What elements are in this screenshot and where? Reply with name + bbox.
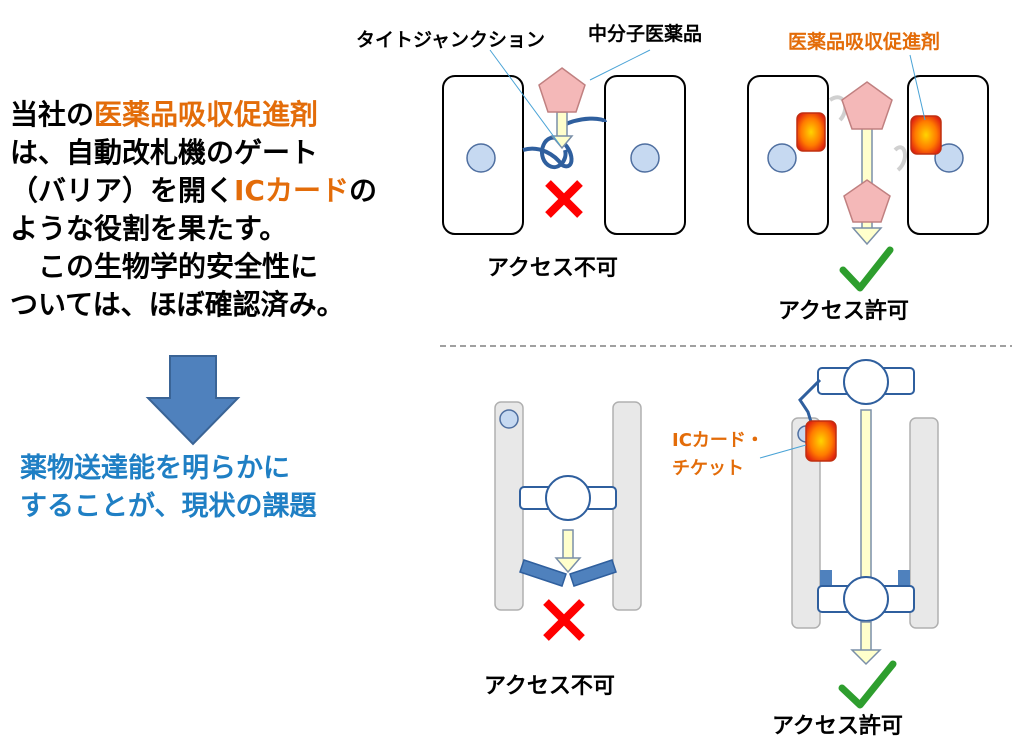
explanation-line-2: は、自動改札機のゲート bbox=[10, 136, 319, 169]
pentagon-icon bbox=[843, 179, 891, 223]
ic-card-icon bbox=[796, 112, 826, 152]
explanation-text: 当社の医薬品吸収促進剤 は、自動改札機のゲート （バリア）を開くICカードの よ… bbox=[10, 96, 410, 324]
gate-pillar bbox=[909, 417, 939, 629]
explanation-line-5: この生物学的安全性に bbox=[10, 250, 319, 283]
explanation-line-1: 当社の医薬品吸収促進剤 bbox=[10, 96, 410, 134]
check-icon bbox=[838, 660, 897, 709]
explanation-line-6: ついては、ほぼ確認済み。 bbox=[10, 288, 345, 321]
gate-flap bbox=[569, 559, 617, 587]
gate-flap bbox=[519, 559, 567, 587]
label-access-allowed-bottom: アクセス許可 bbox=[772, 713, 903, 739]
label-medium-molecule: 中分子医薬品 bbox=[588, 22, 702, 45]
nucleus-circle-icon bbox=[767, 143, 797, 173]
top-left-cells bbox=[442, 49, 686, 235]
check-icon bbox=[839, 246, 894, 292]
text-segment: （バリア）を開く bbox=[10, 174, 235, 207]
sensor-circle-icon bbox=[499, 409, 519, 429]
closed-gate bbox=[494, 401, 642, 641]
challenge-line-1: 薬物送達能を明らかに bbox=[20, 453, 290, 484]
person-head-circle bbox=[843, 359, 889, 405]
person-head-circle bbox=[843, 576, 889, 622]
nucleus-circle-icon bbox=[630, 143, 660, 173]
cross-icon bbox=[545, 180, 583, 218]
label-access-denied-bottom: アクセス不可 bbox=[484, 674, 615, 699]
nucleus-circle-icon bbox=[466, 143, 496, 173]
label-access-denied-top: アクセス不可 bbox=[487, 256, 618, 281]
open-gate bbox=[759, 359, 939, 709]
explanation-line-4: ような役割を果たす。 bbox=[10, 212, 288, 245]
gate-pillar bbox=[494, 401, 524, 611]
explanation-line-3: （バリア）を開くICカードの bbox=[10, 172, 410, 210]
ic-card-icon bbox=[910, 115, 942, 155]
nucleus-circle-icon bbox=[934, 143, 964, 173]
challenge-text: 薬物送達能を明らかに することが、現状の課題 bbox=[20, 450, 400, 526]
cross-icon bbox=[543, 599, 585, 641]
challenge-line-2: することが、現状の課題 bbox=[20, 491, 317, 522]
label-access-allowed-top: アクセス許可 bbox=[778, 298, 909, 324]
down-arrow-icon bbox=[145, 355, 241, 446]
ic-card-icon bbox=[805, 420, 837, 462]
person-head-circle bbox=[545, 475, 591, 521]
pentagon-icon bbox=[538, 67, 586, 113]
text-segment: の bbox=[348, 174, 377, 207]
label-enhancer: 医薬品吸収促進剤 bbox=[788, 30, 940, 53]
label-ic-card-line2: チケット bbox=[672, 458, 744, 479]
highlight-enhancer: 医薬品吸収促進剤 bbox=[94, 98, 319, 131]
highlight-ic-card: ICカード bbox=[234, 174, 349, 207]
top-right-cells bbox=[747, 54, 989, 292]
pentagon-icon bbox=[841, 81, 893, 130]
label-tight-junction: タイトジャンクション bbox=[356, 29, 545, 51]
text-segment: 当社の bbox=[10, 98, 95, 131]
gate-pillar bbox=[612, 401, 642, 611]
gate-pillar bbox=[791, 417, 821, 629]
label-ic-card-line1: ICカード・ bbox=[672, 430, 764, 451]
